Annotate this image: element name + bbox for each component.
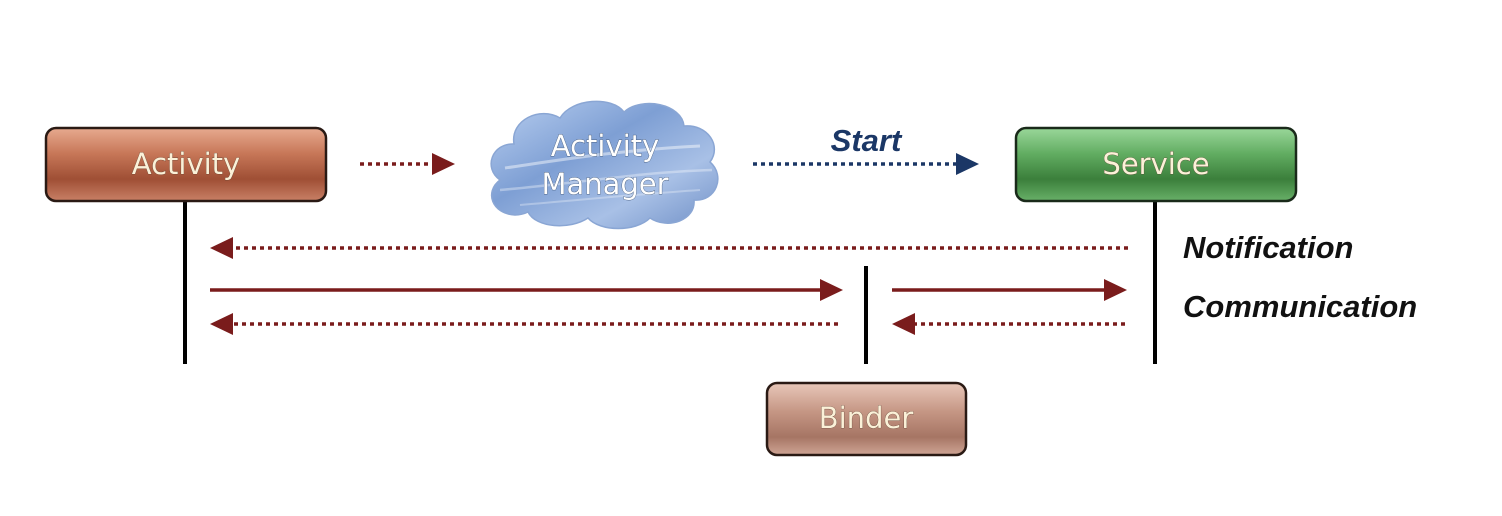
- start-arrow: [753, 153, 979, 175]
- activity-manager-label-line2: Manager: [541, 167, 668, 201]
- activity-manager-label-line1: Activity: [551, 129, 659, 163]
- notification-label: Notification: [1183, 230, 1354, 265]
- activity-manager-cloud: Activity Manager: [490, 100, 719, 230]
- service-label: Service: [1102, 147, 1209, 181]
- activity-label: Activity: [132, 147, 240, 181]
- binder-node: Binder: [765, 381, 968, 457]
- communication-label: Communication: [1183, 289, 1417, 324]
- binder-to-activity-arrow: [210, 313, 838, 335]
- service-to-binder-arrow: [892, 313, 1125, 335]
- activity-to-binder-arrow: [210, 279, 843, 301]
- binder-label: Binder: [819, 401, 914, 435]
- activity-to-manager-arrow: [360, 153, 455, 175]
- notification-arrow: [210, 237, 1128, 259]
- binder-to-service-arrow: [892, 279, 1127, 301]
- start-label: Start: [831, 123, 903, 158]
- activity-node: Activity: [44, 126, 328, 203]
- service-node: Service: [1014, 126, 1298, 203]
